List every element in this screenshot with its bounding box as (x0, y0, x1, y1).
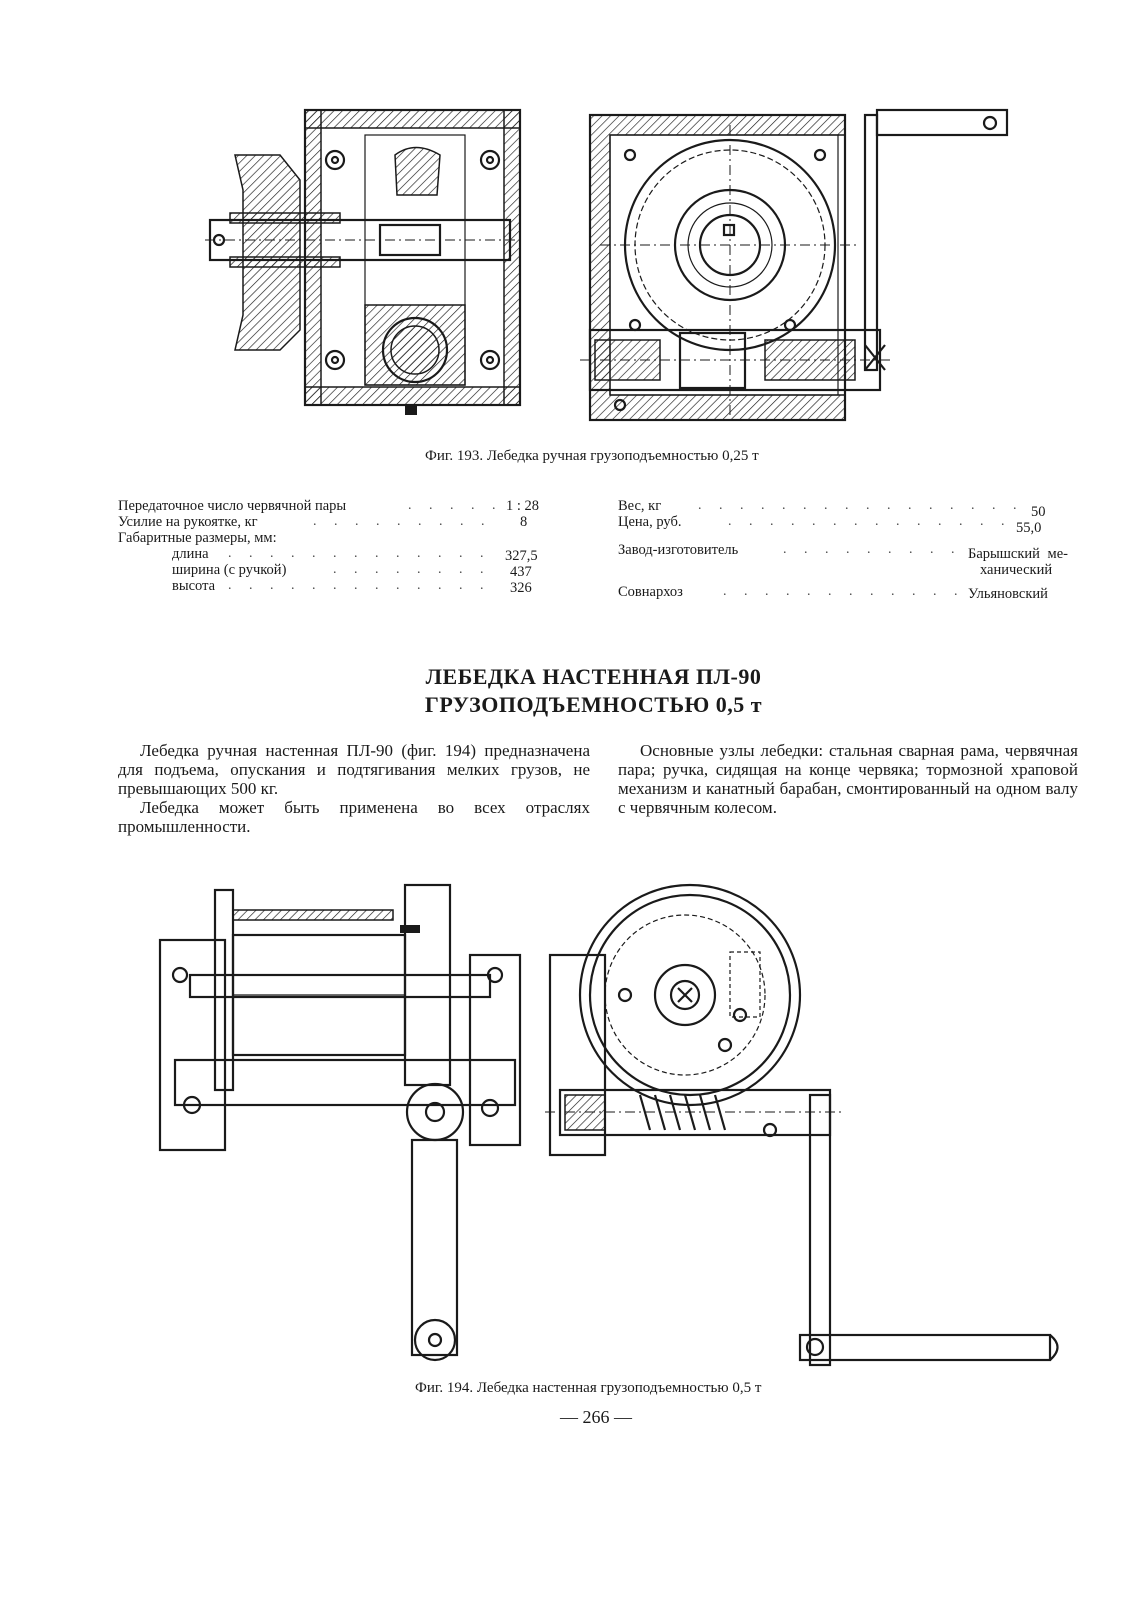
paragraph: Лебедка может быть применена во всех отр… (118, 798, 590, 836)
spec-label: Передаточное число червячной пары (118, 498, 347, 514)
leader-dots: . . . . . . . . . (333, 562, 498, 577)
fig193-caption: Фиг. 193. Лебедка ручная грузоподъемност… (425, 448, 759, 464)
spec-label: ширина (с ручкой) (172, 562, 287, 578)
leader-dots: . . . . . . . . . . . . . . . . (698, 498, 1018, 513)
spec-label: Габаритные размеры, мм: (118, 530, 277, 546)
paragraph: Лебедка ручная настенная ПЛ-90 (фиг. 194… (118, 741, 590, 798)
spec-value: 437 (510, 564, 532, 580)
spec-label: Завод-изготовитель (618, 542, 739, 558)
spec-value: 1 : 28 (506, 498, 540, 514)
spec-label: Цена, руб. (618, 514, 682, 530)
spec-value: 327,5 (505, 548, 538, 564)
fig193-section-drawing (205, 108, 525, 415)
fig194-caption: Фиг. 194. Лебедка настенная грузоподъемн… (415, 1380, 762, 1396)
spec-value: 50 (1031, 504, 1046, 520)
leader-dots: . . . . . . . . . . . . . . (228, 546, 498, 561)
spec-label: Вес, кг (618, 498, 662, 514)
heading-line2: ГРУЗОПОДЪЕМНОСТЬЮ 0,5 т (424, 692, 763, 717)
fig194-side-drawing (158, 883, 522, 1362)
spec-value-cont: ханический (980, 562, 1053, 578)
spec-value: 8 (520, 514, 528, 530)
body-left-column: Лебедка ручная настенная ПЛ-90 (фиг. 194… (118, 741, 590, 836)
body-right-column: Основные узлы лебедки: стальная сварная … (618, 741, 1078, 817)
spec-label: Усилие на рукоятке, кг (118, 514, 258, 530)
leader-dots: . . . . . . . . . . (313, 514, 498, 529)
section-heading: ЛЕБЕДКА НАСТЕННАЯ ПЛ-90 ГРУЗОПОДЪЕМНОСТЬ… (20, 663, 1147, 719)
paragraph: Основные узлы лебедки: стальная сварная … (618, 741, 1078, 817)
specs-right: Вес, кг . . . . . . . . . . . . . . . . … (618, 498, 1078, 603)
spec-value: Ульяновский (968, 586, 1048, 602)
leader-dots: . . . . . . (408, 498, 498, 513)
page-number: — 266 — (560, 1407, 632, 1427)
spec-value: 326 (510, 580, 532, 596)
spec-value: 55,0 (1016, 520, 1042, 536)
leader-dots: . . . . . . . . . (783, 542, 958, 557)
heading-line1: ЛЕБЕДКА НАСТЕННАЯ ПЛ-90 (425, 664, 762, 689)
spec-label: длина (172, 546, 209, 562)
fig194-front-drawing (545, 883, 1059, 1367)
spec-value: Барышский ме- (968, 546, 1068, 562)
spec-label: Совнархоз (618, 584, 683, 600)
spec-label: высота (172, 578, 216, 594)
leader-dots: . . . . . . . . . . . . (723, 584, 963, 599)
leader-dots: . . . . . . . . . . . . . . (228, 578, 498, 593)
leader-dots: . . . . . . . . . . . . . . . (728, 514, 1018, 529)
fig193-front-drawing (580, 108, 1009, 422)
specs-left: Передаточное число червячной пары . . . … (118, 498, 558, 598)
